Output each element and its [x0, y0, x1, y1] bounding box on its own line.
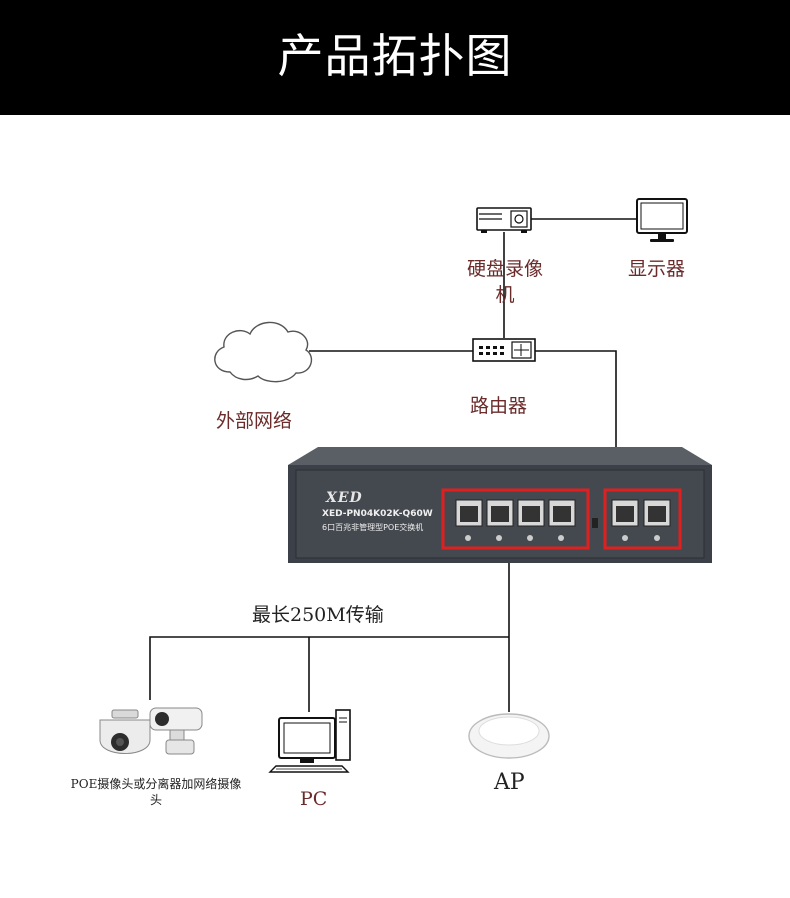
switch-model: XED-PN04K02K-Q60W	[322, 509, 433, 519]
label-router: 路由器	[470, 395, 528, 417]
label-ap: AP	[494, 770, 525, 795]
line-bus	[149, 636, 509, 700]
router-icon	[472, 338, 536, 362]
label-camera: POE摄像头或分离器加网络摄像头	[70, 777, 242, 807]
page-title: 产品拓扑图	[277, 29, 513, 83]
poe-ports	[455, 499, 576, 541]
cloud-icon	[214, 321, 313, 383]
line-router-switch	[535, 350, 617, 447]
pc-icon	[268, 709, 351, 773]
switch-brand: XED	[326, 490, 363, 506]
uplink-port-group	[603, 488, 682, 550]
camera-icon	[99, 707, 203, 755]
uplink-ports	[611, 499, 671, 541]
label-nvr: 硬盘录像机	[466, 258, 543, 306]
nvr-icon	[476, 207, 532, 233]
switch-description: 6口百兆非管理型POE交换机	[322, 523, 424, 532]
poe-port-group	[441, 488, 590, 550]
label-distance: 最长250M传输	[252, 604, 384, 626]
monitor-icon	[636, 198, 688, 242]
label-internet: 外部网络	[216, 410, 293, 432]
label-monitor: 显示器	[628, 258, 686, 280]
header-bar: 产品拓扑图	[0, 0, 790, 115]
label-pc: PC	[300, 788, 328, 810]
ap-icon	[468, 713, 550, 759]
connection-lines	[149, 218, 637, 712]
poe-switch	[288, 447, 712, 563]
